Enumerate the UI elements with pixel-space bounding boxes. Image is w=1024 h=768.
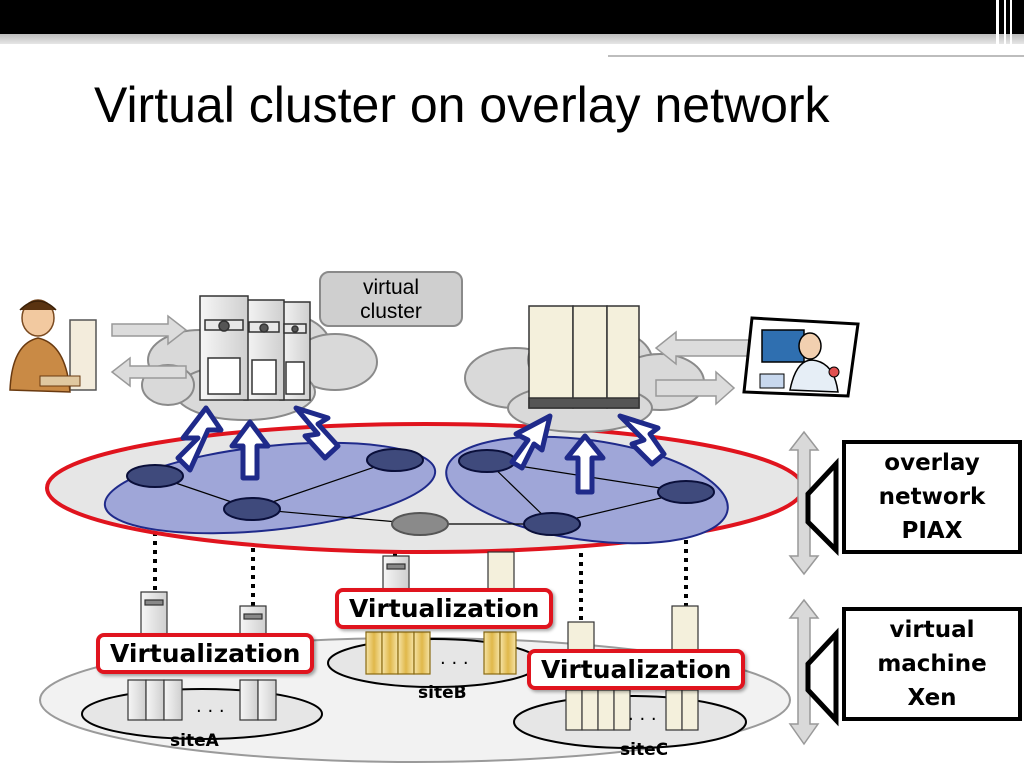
arrows-to-cloud [175,405,667,495]
site-b-servers [365,631,517,675]
virtualization-label-site-a: Virtualization [96,633,315,674]
vm-label-line-2: machine [877,651,987,677]
page-title: Virtual cluster on overlay network [94,77,830,133]
traffic-arrows [110,314,757,406]
overlay-label-line-2: network [878,484,986,510]
side-pointer-arrows [805,457,839,727]
site-a-servers [127,679,277,721]
virtualization-label-site-c: Virtualization [527,649,746,690]
site-c-dots: . . . [628,704,657,725]
virtual-cluster-servers-left [199,295,311,401]
virtual-cluster-servers-right [528,305,640,409]
top-bar-shadow [0,34,1024,44]
virtual-machine-label-box: virtual machine Xen [842,607,1022,721]
user-icon [9,299,97,393]
overlay-label-line-1: overlay [884,450,980,476]
topbar-decoration [608,0,1024,70]
overlay-label-line-3: PIAX [901,518,963,544]
virtual-cluster-line-1: virtual [362,276,420,299]
top-bar [0,0,1024,34]
site-c-label: siteC [620,740,669,760]
scientist-icon [742,316,860,398]
virtual-cluster-callout: virtual cluster [319,271,463,327]
virtual-cluster-line-2: cluster [360,300,422,323]
site-b-label: siteB [418,683,467,703]
virtualization-label-site-b: Virtualization [335,588,554,629]
layer-double-arrows [788,430,820,746]
overlay-network-label-box: overlay network PIAX [842,440,1022,554]
network-nodes [126,448,715,536]
vm-label-line-1: virtual [889,617,975,643]
site-c-servers [565,689,699,731]
vm-label-line-3: Xen [907,685,957,711]
site-b-dots: . . . [440,648,469,669]
site-a-label: siteA [170,731,219,751]
site-a-dots: . . . [196,696,225,717]
